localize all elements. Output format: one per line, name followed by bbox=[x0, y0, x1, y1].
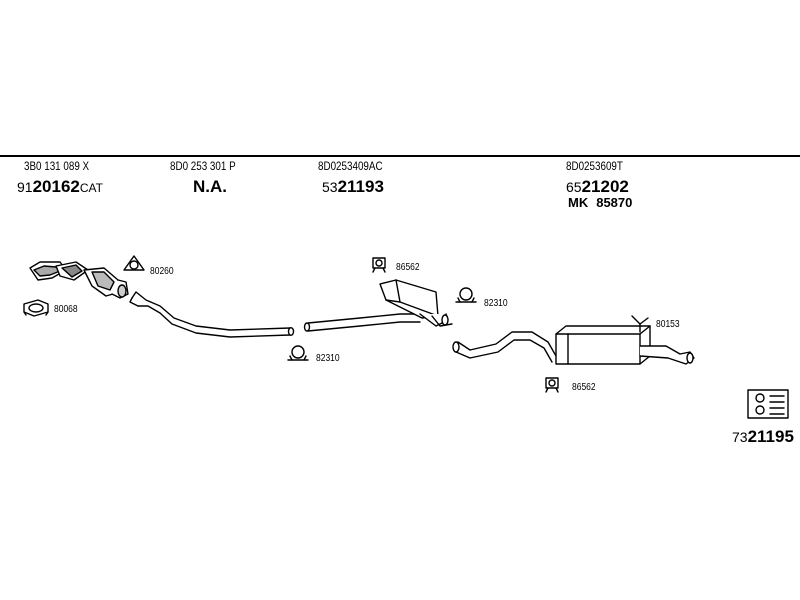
header-3-ref: 8D0253409AC bbox=[318, 159, 383, 173]
footer-main: 21195 bbox=[747, 427, 794, 446]
clamp-82310-left bbox=[287, 345, 309, 361]
header-3-main: 21193 bbox=[337, 177, 384, 196]
header-1-suffix: CAT bbox=[79, 181, 103, 195]
header-2-ref: 8D0 253 301 P bbox=[170, 159, 236, 173]
catalytic-converter bbox=[29, 261, 129, 299]
header-3-prefix: 53 bbox=[322, 179, 338, 195]
clamp-82310-right bbox=[455, 287, 477, 303]
part-label-80153: 80153 bbox=[656, 319, 680, 330]
hanger-86562-top bbox=[372, 257, 386, 273]
header-1-prefix: 91 bbox=[17, 179, 33, 195]
header-4-prefix: 65 bbox=[566, 179, 582, 195]
front-pipe bbox=[129, 291, 295, 338]
header-4-main: 21202 bbox=[581, 177, 629, 196]
part-label-86562-bottom: 86562 bbox=[572, 382, 596, 393]
centre-muffler-pipe bbox=[303, 279, 453, 332]
header-4-mk-label: MK bbox=[568, 195, 589, 210]
part-label-82310-left: 82310 bbox=[316, 353, 340, 364]
header-2-na: N.A. bbox=[193, 177, 227, 196]
hanger-80153 bbox=[631, 315, 649, 333]
hanger-86562-bottom bbox=[545, 377, 559, 393]
footer-prefix: 73 bbox=[732, 429, 748, 445]
part-label-80068: 80068 bbox=[54, 304, 78, 315]
header-1-number: 9120162CAT bbox=[17, 178, 103, 196]
mounting-kit-icon bbox=[747, 389, 789, 419]
header-1-main: 20162 bbox=[32, 177, 80, 196]
header-4-mk-value: 85870 bbox=[596, 195, 633, 210]
header-1-ref: 3B0 131 089 X bbox=[24, 159, 90, 173]
header-4-ref: 8D0253609T bbox=[566, 159, 623, 173]
footer-number: 7321195 bbox=[732, 428, 794, 446]
header-4-mk: MK 85870 bbox=[568, 196, 632, 209]
part-label-82310-right: 82310 bbox=[484, 298, 508, 309]
gasket-80260 bbox=[123, 255, 145, 271]
gasket-80068 bbox=[23, 299, 49, 317]
header-4-number: 6521202 bbox=[566, 178, 629, 196]
rear-muffler-pipe bbox=[452, 325, 695, 365]
part-label-86562-top: 86562 bbox=[396, 262, 420, 273]
part-label-80260: 80260 bbox=[150, 266, 174, 277]
header-3-number: 5321193 bbox=[322, 178, 384, 196]
